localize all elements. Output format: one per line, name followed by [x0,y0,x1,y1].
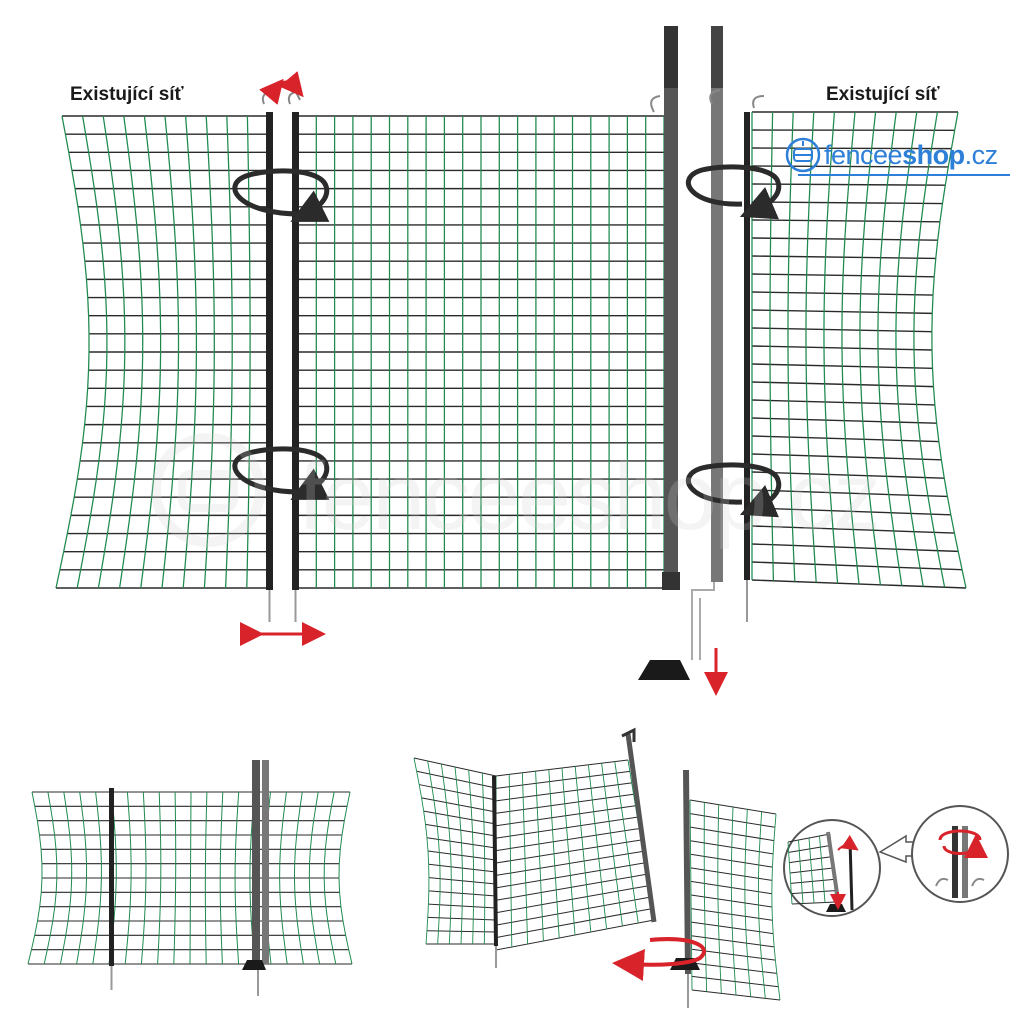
net-middle-section [297,115,665,589]
logo-text-part3: .cz [964,140,999,170]
rotation-arrow-upper-left [232,168,330,222]
detail-circle-2 [911,805,1009,903]
folded-net-panel-2 [495,759,655,951]
folded-net-panel-3 [689,799,781,1001]
swing-open-arrow [612,937,706,981]
assembled-fence-net [27,791,353,965]
folded-net-panel-1 [413,757,497,945]
logo-text-part1: fencee [824,140,903,170]
gate-posts-right [650,26,765,660]
logo-text-part2: shop [902,140,965,170]
rotation-arrow-lower-right [686,462,782,518]
rotation-arrow-upper-right [686,164,782,220]
assembled-fence-posts [109,760,269,996]
swap-curved-arrow [259,71,304,105]
label-existing-net-right: Existující síť [826,84,940,105]
existing-net-right [751,111,967,589]
rotation-arrow-lower-left [232,446,330,500]
robot-head-icon [785,137,821,173]
detail-circle-1 [783,819,881,917]
logo-text: fenceeshop.cz [824,140,998,171]
post-base-block [638,660,690,680]
fenceeshop-logo: fenceeshop.cz [784,134,1016,182]
label-existing-net-left: Existující síť [70,84,184,105]
logo-underline [798,174,1010,176]
existing-net-left [55,115,269,589]
opening-fence-posts [492,727,700,1008]
